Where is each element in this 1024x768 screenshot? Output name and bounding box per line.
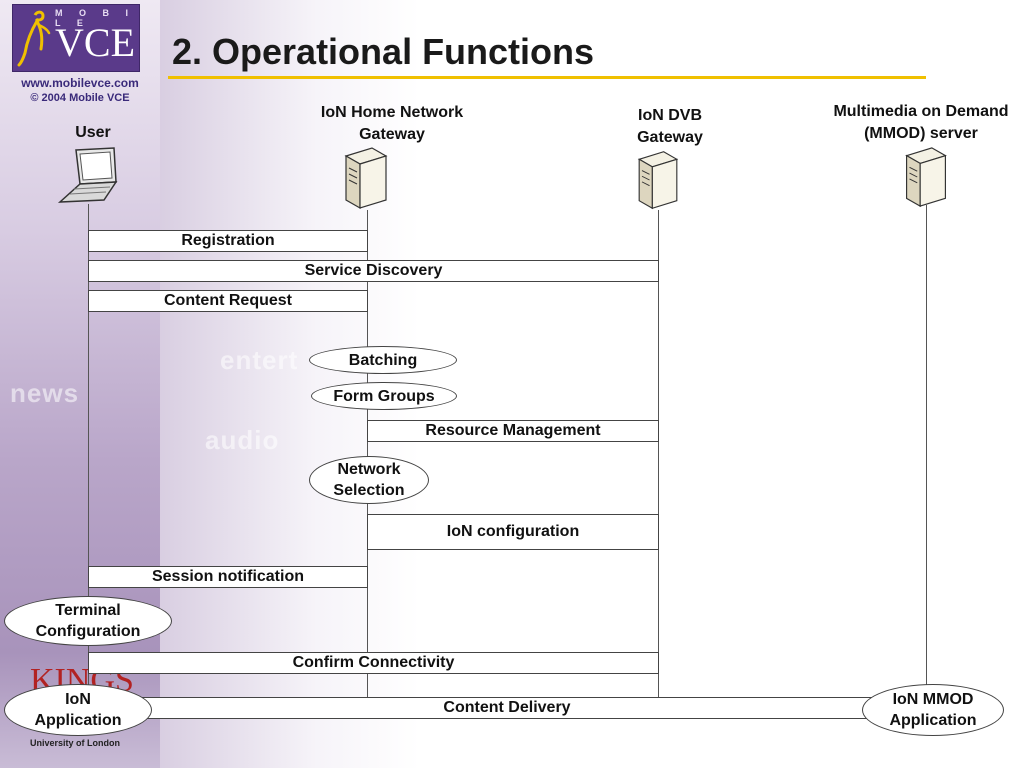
process-label: IoN MMOD bbox=[892, 691, 974, 708]
process-label: Configuration bbox=[35, 623, 141, 640]
server-icon bbox=[344, 147, 388, 210]
actor-label-line: (MMOD) server bbox=[864, 125, 978, 142]
process-terminal-configuration: Terminal Configuration bbox=[4, 596, 172, 646]
message-content-request: Content Request bbox=[88, 290, 368, 312]
background-word: entert bbox=[220, 345, 299, 375]
title-underline bbox=[168, 76, 926, 79]
actor-label-line: Gateway bbox=[359, 126, 425, 143]
process-label: Selection bbox=[333, 482, 405, 499]
logo-mobile-text: M O B I L E bbox=[55, 8, 135, 28]
lifeline-dvb-gateway bbox=[658, 210, 659, 704]
message-session-notification: Session notification bbox=[88, 566, 368, 588]
message-content-delivery: Content Delivery bbox=[88, 697, 926, 719]
process-label: Application bbox=[889, 712, 977, 729]
message-confirm-connectivity: Confirm Connectivity bbox=[88, 652, 659, 674]
process-network-selection: Network Selection bbox=[309, 456, 429, 504]
server-icon bbox=[905, 147, 947, 208]
mobile-vce-logo[interactable]: M O B I L E VCE bbox=[12, 4, 140, 72]
actor-label-line: IoN DVB bbox=[638, 107, 702, 124]
actor-label-line: IoN Home Network bbox=[320, 104, 464, 121]
dancer-figure-icon bbox=[17, 10, 51, 67]
process-label: Form Groups bbox=[333, 387, 435, 405]
lifeline-mmod-server bbox=[926, 205, 927, 687]
actor-label-mmod-server: Multimedia on Demand (MMOD) server bbox=[818, 101, 1024, 145]
server-icon bbox=[637, 151, 679, 210]
process-batching: Batching bbox=[309, 346, 457, 374]
copyright-text: © 2004 Mobile VCE bbox=[30, 92, 130, 104]
laptop-icon bbox=[57, 147, 118, 203]
message-registration: Registration bbox=[88, 230, 368, 252]
slide-title: 2. Operational Functions bbox=[172, 31, 595, 72]
process-ion-mmod-application: IoN MMOD Application bbox=[862, 684, 1004, 736]
website-link[interactable]: www.mobilevce.com bbox=[21, 76, 139, 90]
process-form-groups: Form Groups bbox=[311, 382, 457, 410]
process-label: Network bbox=[337, 461, 401, 478]
message-resource-management: Resource Management bbox=[367, 420, 659, 442]
process-label: Batching bbox=[348, 351, 418, 369]
background-word: audio bbox=[205, 425, 280, 455]
logo-vce-text: VCE bbox=[55, 20, 135, 65]
lifeline-user bbox=[88, 204, 89, 704]
actor-label-home-gateway: IoN Home Network Gateway bbox=[290, 102, 494, 146]
actor-label-dvb-gateway: IoN DVB Gateway bbox=[600, 105, 740, 149]
process-label: Application bbox=[34, 712, 122, 729]
process-label: IoN bbox=[65, 691, 91, 708]
process-label: Terminal bbox=[55, 602, 121, 619]
actor-label-line: Multimedia on Demand bbox=[833, 103, 1009, 120]
university-text: University of London bbox=[30, 738, 120, 748]
actor-label-user: User bbox=[75, 124, 111, 141]
actor-label-line: Gateway bbox=[637, 129, 703, 146]
process-ion-application: IoN Application bbox=[4, 684, 152, 736]
background-word: news bbox=[10, 378, 80, 408]
message-service-discovery: Service Discovery bbox=[88, 260, 659, 282]
message-ion-configuration: IoN configuration bbox=[367, 514, 659, 550]
